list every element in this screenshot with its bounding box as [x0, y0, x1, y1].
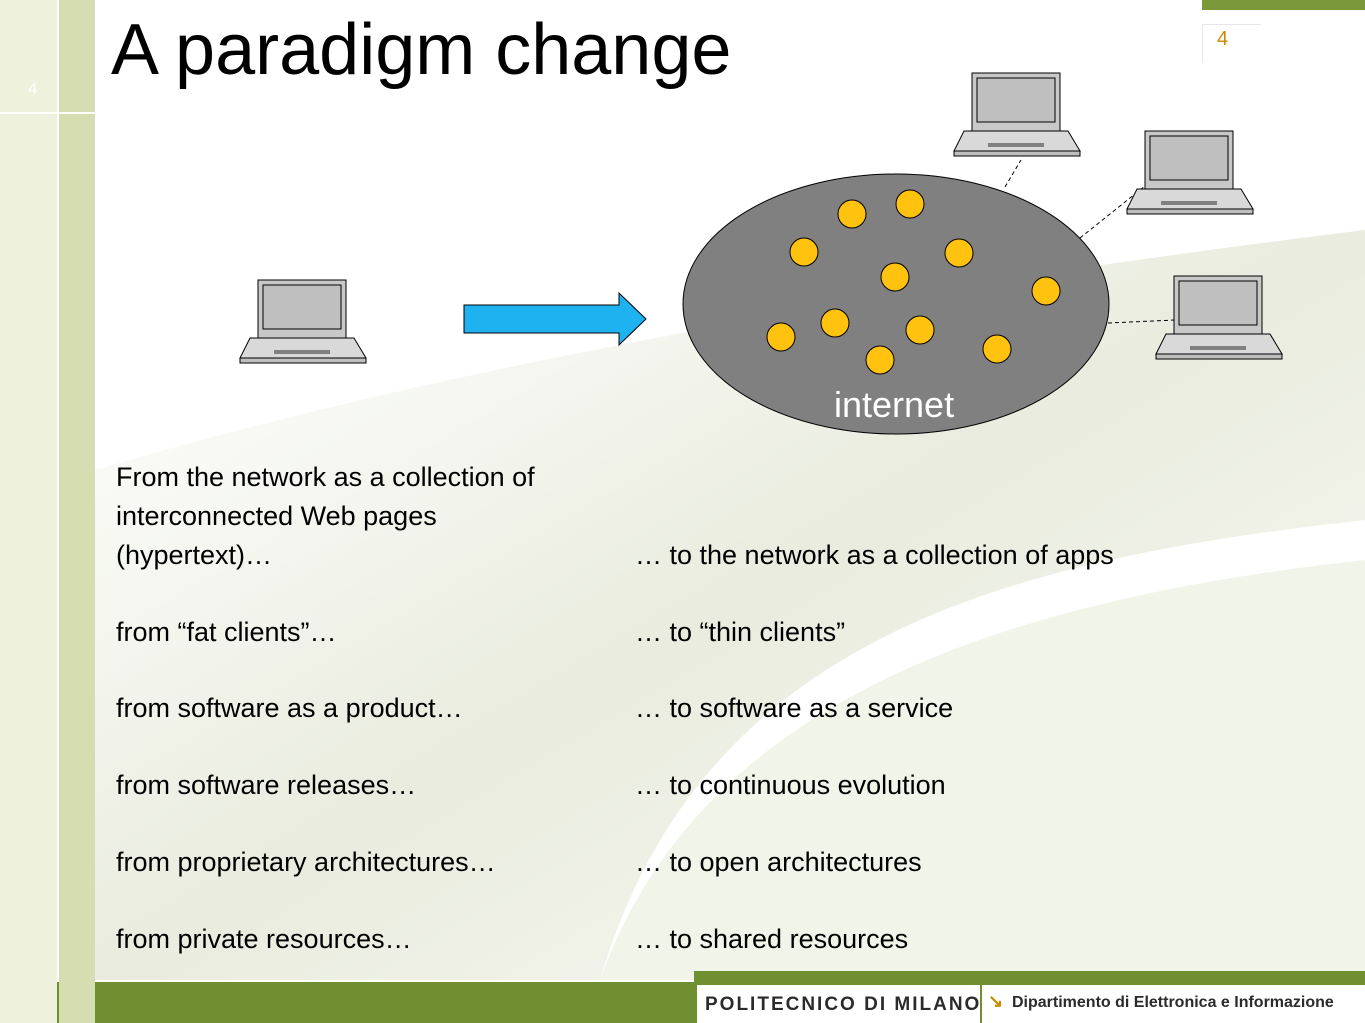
- comparison-from-5: from private resources…: [116, 924, 412, 954]
- comparison-to-4: … to open architectures: [635, 847, 922, 877]
- comparison-from-3: from software releases…: [116, 770, 417, 800]
- node: [880, 262, 910, 292]
- top-right-accent-bar: [1202, 0, 1365, 10]
- sidebar-divider-horizontal: [0, 112, 95, 114]
- node: [944, 238, 974, 268]
- internet-cloud: [682, 173, 1110, 435]
- slide-title: A paradigm change: [111, 10, 732, 90]
- connector-line: [1079, 181, 1151, 239]
- footer-separator: [980, 985, 982, 1023]
- node: [837, 199, 867, 229]
- sidebar-strip-dark: [57, 0, 95, 982]
- arrow-mark-icon: ↘: [988, 991, 1004, 1011]
- laptop-icon: [1155, 275, 1283, 360]
- footer-department: Dipartimento di Elettronica e Informazio…: [1012, 994, 1334, 1011]
- comparison-to-5: … to shared resources: [635, 924, 909, 954]
- node: [789, 237, 819, 267]
- comparison-from-0: From the network as a collection of inte…: [116, 462, 535, 570]
- sidebar-divider-vertical: [57, 0, 59, 982]
- comparison-to-3: … to continuous evolution: [635, 770, 946, 800]
- connector-line: [1107, 319, 1176, 324]
- footer-strip-dark: [59, 982, 95, 1023]
- connector-line: [1004, 159, 1022, 188]
- laptop-icon: [1126, 130, 1254, 215]
- node-group: [766, 189, 1061, 375]
- comparison-to-1: … to “thin clients”: [635, 617, 846, 647]
- network-diagram: [239, 72, 1283, 435]
- laptop-icon: [239, 279, 367, 364]
- right-arrow-icon: [463, 291, 647, 347]
- node: [865, 345, 895, 375]
- footer-top-accent: [694, 971, 1365, 982]
- node: [820, 308, 850, 338]
- footer-strip-light: [0, 982, 57, 1023]
- comparison-from-1: from “fat clients”…: [116, 617, 337, 647]
- page-number-right: 4: [1217, 28, 1229, 50]
- laptop-icon: [953, 72, 1081, 157]
- node: [895, 189, 925, 219]
- footer-institution: POLITECNICO DI MILANO: [705, 994, 982, 1015]
- node: [982, 334, 1012, 364]
- comparison-from-4: from proprietary architectures…: [116, 847, 496, 877]
- comparison-to-0: … to the network as a collection of apps: [635, 540, 1114, 570]
- node: [905, 315, 935, 345]
- comparison-from-2: from software as a product…: [116, 693, 463, 723]
- node: [1031, 276, 1061, 306]
- node: [766, 322, 796, 352]
- internet-label: internet: [834, 384, 955, 425]
- comparison-to-2: … to software as a service: [635, 693, 954, 723]
- footer-logo-box: [697, 985, 1365, 1023]
- page-number-box: [1202, 24, 1261, 63]
- sidebar-strip-light: [0, 0, 57, 982]
- page-number-left: 4: [28, 79, 38, 98]
